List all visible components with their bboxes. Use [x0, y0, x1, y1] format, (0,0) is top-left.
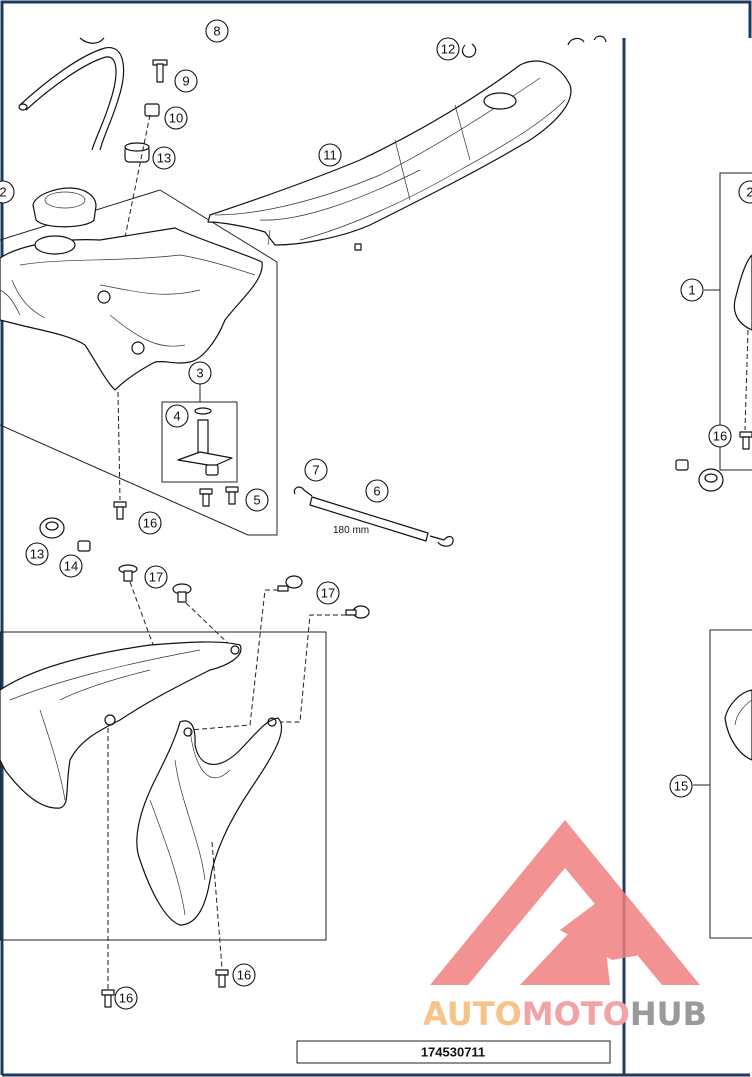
seat	[207, 60, 572, 251]
svg-text:13: 13	[30, 547, 44, 562]
hose-clip-7	[293, 486, 313, 497]
svg-text:12: 12	[441, 42, 455, 57]
svg-text:2: 2	[0, 185, 7, 200]
svg-text:16: 16	[237, 968, 251, 983]
callout-16b: 16	[232, 963, 256, 987]
callout-10: 10	[164, 106, 188, 130]
screw-14	[77, 540, 91, 552]
svg-text:14: 14	[64, 559, 78, 574]
hose-length-label: 180 mm	[333, 525, 369, 536]
callout-16c: 16	[114, 986, 138, 1010]
svg-text:16: 16	[143, 516, 157, 531]
svg-text:4: 4	[173, 409, 180, 424]
svg-text:5: 5	[253, 493, 260, 508]
callout-5: 5	[245, 488, 269, 512]
fuel-tank	[0, 227, 263, 391]
svg-text:3: 3	[196, 366, 203, 381]
svg-text:10: 10	[169, 111, 183, 126]
watermark-logo	[430, 820, 700, 985]
drawing-code-box: 174530711	[296, 1040, 611, 1064]
screw-leaders	[129, 581, 346, 731]
svg-text:8: 8	[213, 24, 220, 39]
o-ring-4	[194, 407, 212, 415]
svg-text:11: 11	[323, 148, 337, 163]
svg-text:AUTOMOTOHUB: AUTOMOTOHUB	[423, 995, 707, 1033]
callout-2b: 2	[738, 180, 752, 204]
callout-11: 11	[318, 143, 342, 167]
callout-3: 3	[188, 361, 212, 385]
svg-text:13: 13	[157, 151, 171, 166]
callout-9: 9	[174, 69, 198, 93]
callout-16a: 16	[138, 511, 162, 535]
screws-17	[118, 564, 370, 619]
fuel-tap-box	[161, 384, 238, 483]
svg-text:16: 16	[713, 429, 727, 444]
callout-16d: 16	[708, 424, 732, 448]
svg-text:2: 2	[746, 185, 752, 200]
right-panel-box	[709, 172, 752, 939]
tank-cap	[32, 187, 97, 228]
left-spoiler	[0, 641, 242, 809]
svg-text:9: 9	[182, 74, 189, 89]
screw-16a	[113, 501, 127, 520]
watermark-text: AUTOMOTOHUB	[423, 995, 707, 1033]
top-right-clips	[567, 35, 607, 46]
seat-clip-12	[461, 43, 477, 58]
callout-8: 8	[205, 19, 229, 43]
right-leaders	[693, 289, 720, 786]
svg-text:6: 6	[373, 484, 380, 499]
hose-6	[309, 496, 454, 547]
callout-2a: 2	[0, 180, 15, 204]
callout-13b: 13	[25, 542, 49, 566]
bushing-10	[144, 103, 160, 117]
fuel-tap	[177, 419, 233, 476]
callout-13a: 13	[152, 146, 176, 170]
callout-14: 14	[59, 554, 83, 578]
callout-17a: 17	[144, 565, 168, 589]
callout-4: 4	[165, 404, 189, 428]
right-panel-parts	[675, 254, 752, 761]
callout-1: 1	[680, 278, 704, 302]
rubber-damper-13b	[39, 517, 65, 539]
svg-text:7: 7	[312, 463, 319, 478]
right-spoiler	[136, 717, 283, 926]
svg-text:17: 17	[321, 586, 335, 601]
drawing-code: 174530711	[421, 1045, 485, 1060]
screw-9	[152, 59, 168, 83]
callout-12: 12	[436, 37, 460, 61]
svg-text:16: 16	[119, 991, 133, 1006]
svg-text:17: 17	[149, 570, 163, 585]
spoiler-group-box	[0, 631, 327, 941]
callout-7: 7	[304, 458, 328, 482]
screw-5	[199, 486, 239, 507]
svg-text:15: 15	[674, 779, 688, 794]
fuel-hose	[18, 37, 125, 151]
callout-6: 6	[365, 479, 389, 503]
callout-17b: 17	[316, 581, 340, 605]
callout-15: 15	[669, 774, 693, 798]
rubber-damper-13a	[124, 142, 150, 163]
svg-text:1: 1	[688, 283, 695, 298]
screws-16-bottom	[101, 969, 229, 1008]
